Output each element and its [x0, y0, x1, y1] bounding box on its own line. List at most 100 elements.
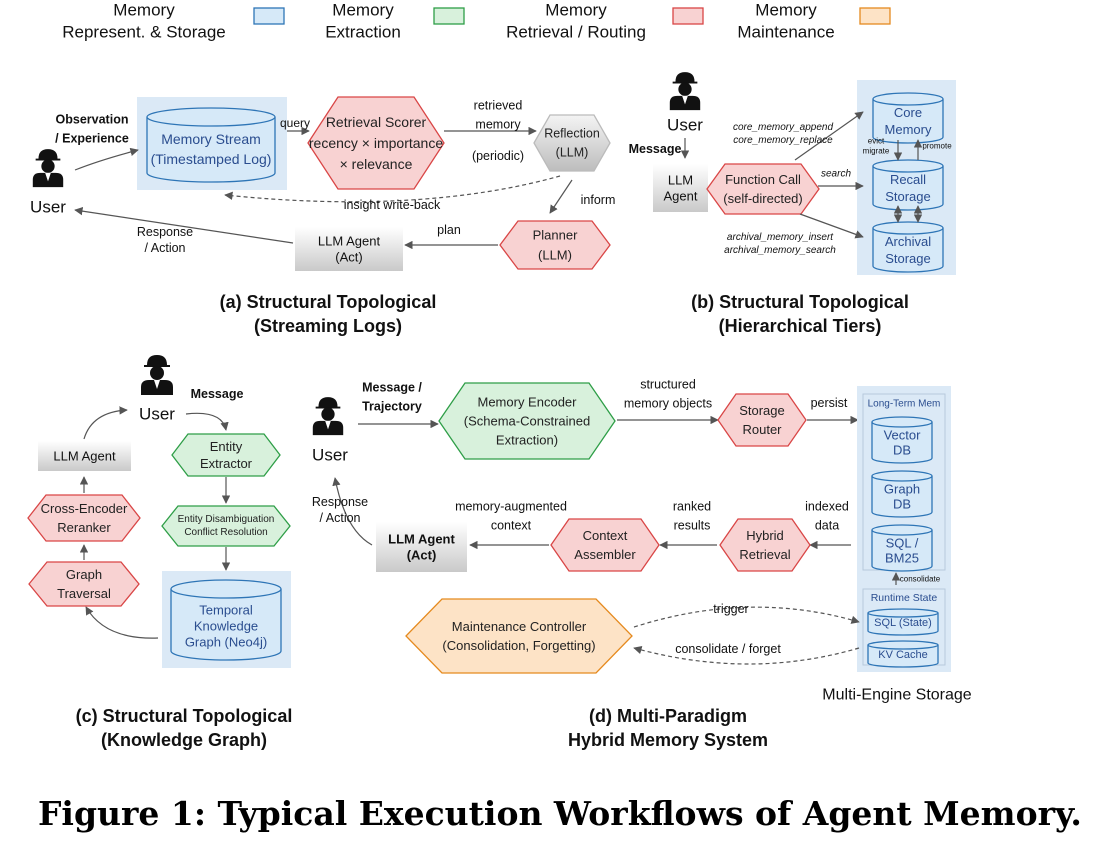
long-term-label: Long-Term Mem [868, 399, 941, 410]
svg-text:(c) Structural Topological: (c) Structural Topological [76, 706, 293, 726]
sql-bm25-label: SQL /BM25 [885, 536, 919, 566]
svg-text:Represent. & Storage: Represent. & Storage [62, 23, 225, 42]
svg-text:DB: DB [893, 443, 911, 458]
svg-text:Runtime State: Runtime State [871, 592, 938, 604]
panel-c-llm-agent-box [38, 441, 131, 471]
svg-text:Vector: Vector [884, 428, 922, 443]
svg-text:(periodic): (periodic) [472, 149, 524, 163]
svg-text:structured: structured [640, 378, 696, 392]
sql-state-top [867, 608, 939, 618]
sql-bm25-top [871, 524, 933, 536]
legend-swatch [672, 7, 704, 25]
cross-encoder-reranker-shape [27, 494, 141, 542]
svg-text:Multi-Engine Storage: Multi-Engine Storage [822, 687, 972, 704]
panel-d-response-label: Response/ Action [312, 495, 368, 525]
kv-cache-top [867, 640, 939, 650]
svg-text:Graph: Graph [884, 482, 920, 497]
svg-text:promote: promote [922, 142, 952, 151]
panel-c-user: User [139, 405, 175, 424]
function-call: Function Call(self-directed) [706, 163, 820, 215]
core-memory-top [872, 92, 944, 106]
search-label: search [821, 169, 851, 180]
svg-text:Function Call: Function Call [725, 172, 801, 187]
svg-text:Core: Core [894, 105, 922, 120]
svg-text:core_memory_append: core_memory_append [733, 122, 833, 133]
svg-text:recency × importance: recency × importance [309, 135, 443, 151]
panel-d-llm-agent: LLM Agent(Act) [376, 522, 467, 572]
function-call-shape [706, 163, 820, 215]
svg-text:LLM: LLM [668, 172, 693, 187]
planner: Planner(LLM) [499, 220, 611, 270]
kv-cache-body [867, 645, 939, 668]
panel-a-observation: Observation/ Experience [55, 113, 129, 146]
storage-router-shape [717, 393, 807, 447]
svg-text:Memory: Memory [332, 1, 394, 20]
svg-text:(d) Multi-Paradigm: (d) Multi-Paradigm [589, 706, 747, 726]
graph-db-body [871, 476, 933, 518]
svg-text:insight write-back: insight write-back [344, 198, 441, 212]
memory-stream-label: Memory Stream(Timestamped Log) [151, 131, 272, 167]
svg-text:(Act): (Act) [407, 548, 437, 563]
svg-text:Hybrid: Hybrid [746, 528, 784, 543]
svg-text:Observation: Observation [56, 113, 129, 127]
archival-storage-top [872, 221, 944, 235]
archival-ops-arrow [799, 213, 864, 239]
svg-text:Storage: Storage [885, 251, 931, 266]
svg-text:SQL /: SQL / [886, 536, 919, 551]
sql-state-body [867, 613, 939, 636]
memory-encoder-shape [438, 382, 616, 460]
svg-text:persist: persist [811, 396, 848, 410]
panel-a-user-icon [32, 149, 64, 188]
figure-caption: Figure 1: Typical Execution Workflows of… [38, 794, 1082, 833]
svg-text:Knowledge: Knowledge [194, 619, 258, 634]
svg-text:Retrieval: Retrieval [739, 547, 790, 562]
insight-writeback-arrow [224, 175, 561, 203]
consolidate-forget-label: consolidate / forget [675, 642, 781, 656]
svg-text:Context: Context [583, 528, 628, 543]
svg-text:Maintenance Controller: Maintenance Controller [452, 619, 587, 634]
insight-writeback-label: insight write-back [344, 198, 441, 212]
kv-cache: KV Cache [867, 640, 939, 668]
sql-state: SQL (State) [867, 608, 939, 636]
memory-encoder: Memory Encoder(Schema-ConstrainedExtract… [438, 382, 616, 460]
maintenance-controller-label: Maintenance Controller(Consolidation, Fo… [442, 619, 595, 653]
svg-text:memory-augmented: memory-augmented [455, 500, 567, 514]
svg-text:Reranker: Reranker [57, 520, 111, 535]
panel-a-llm-agent-label: LLM Agent(Act) [318, 233, 381, 264]
svg-text:/ Action: / Action [320, 511, 361, 525]
panel-b-message: Message [629, 142, 682, 156]
sql-state-label: SQL (State) [874, 617, 932, 629]
svg-text:Extractor: Extractor [200, 456, 253, 471]
svg-text:Maintenance: Maintenance [737, 23, 834, 42]
svg-text:Temporal: Temporal [199, 603, 253, 618]
svg-text:Storage: Storage [885, 189, 931, 204]
maintenance-controller: Maintenance Controller(Consolidation, Fo… [405, 598, 633, 674]
svg-text:Graph (Neo4j): Graph (Neo4j) [185, 635, 267, 650]
svg-text:Memory: Memory [113, 1, 175, 20]
panel-a-user: User [30, 198, 66, 217]
panel-a-title: (a) Structural Topological(Streaming Log… [220, 292, 437, 336]
svg-text:Memory Encoder: Memory Encoder [478, 395, 578, 410]
